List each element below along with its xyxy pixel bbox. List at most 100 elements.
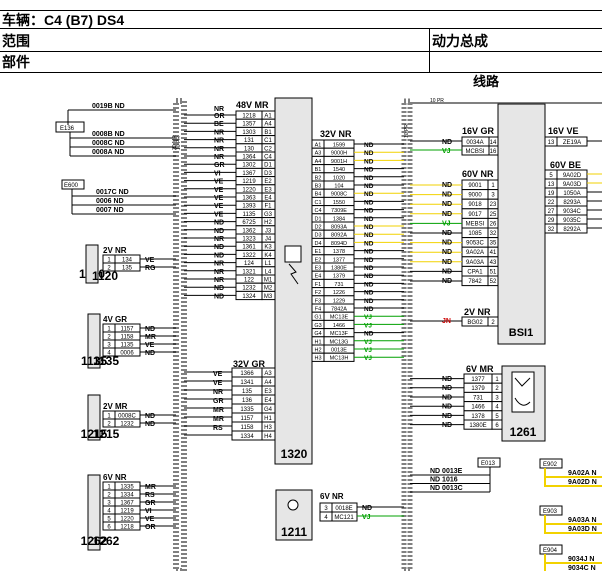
bsi-60nr-color: ND <box>442 201 452 208</box>
connector-48-pin: M3 <box>264 294 273 300</box>
bsi-body <box>497 103 546 345</box>
connector-32gr-pin: H3 <box>264 425 272 431</box>
connector-32nr-wire-code: 1380E <box>331 266 347 272</box>
connector-32nr-wire-code: 1229 <box>333 298 345 304</box>
ground-e013-box <box>477 457 501 468</box>
connector-32nr-pin: A4 <box>315 159 322 165</box>
scope-row: 范围 动力总成 <box>0 29 602 52</box>
bsi-60nr-pin: 52 <box>490 279 497 285</box>
component-1135-color-code: ND <box>145 350 155 357</box>
connector-48-wire-code: 1135 <box>243 212 257 218</box>
ground-e013-wire-label: ND 0013C <box>430 485 463 492</box>
bsi-60be-wire-code: 8293A <box>563 200 580 206</box>
connector-48-color-code: ND <box>214 293 224 300</box>
bsi-60nr-pin: 51 <box>490 269 497 275</box>
connector-48-wire-code: 1219 <box>242 179 256 185</box>
connector-32gr-pin: H4 <box>264 434 272 440</box>
component-1261-color: ND <box>442 385 452 392</box>
component-1215-pin: 2 <box>107 422 111 428</box>
connector-48-wire-code: 1357 <box>242 122 256 128</box>
component-1135-number: 1135 <box>81 354 107 368</box>
connector-32gr-pin: E4 <box>264 398 272 404</box>
connector-32nr-color-code: ND <box>364 167 374 174</box>
connector-32gr-color-code: NR <box>213 389 223 396</box>
connector-48-wire-code: 1323 <box>242 237 256 243</box>
bsi-60nr-wire-code: 1085 <box>468 231 482 237</box>
connector-32nr-color-code: VJ <box>364 347 372 354</box>
connector-32nr-pin: H3 <box>314 356 321 362</box>
bsi-2nr-pin-cell <box>487 316 499 327</box>
component-1120-pin: 2 <box>107 266 111 272</box>
component-1262-pin: 6 <box>107 525 111 531</box>
connector-32nr-pin: G4 <box>314 331 321 337</box>
connector-32gr-pin-cell <box>261 430 276 441</box>
connector-32nr-color-code: ND <box>364 265 374 272</box>
component-1211-connector-title: 6V NR <box>320 492 344 501</box>
component-1261-pin: 2 <box>495 386 499 392</box>
component-1261-color: ND <box>442 376 452 383</box>
connector-32nr-wire-code: 104 <box>334 184 343 190</box>
connector-48-color-code: OR <box>214 113 225 120</box>
connector-32gr-wire-code: 1341 <box>240 380 254 386</box>
connector-32nr-pin: B2 <box>315 175 322 181</box>
connector-48-wire-code: 1232 <box>242 286 256 292</box>
connector-32nr-wire-code: 9001H <box>331 159 347 165</box>
connector-32gr-color-code: VE <box>213 380 223 387</box>
bsi-60be-wire-code: 9A02D <box>563 173 582 179</box>
connector-48-wire-code: 1322 <box>242 253 256 259</box>
component-1262-wire-code: 1218 <box>120 525 134 531</box>
bsi-16ve-wire-code: ZE19A <box>563 140 581 146</box>
connector-32nr-wire-code: MC13G <box>330 339 349 345</box>
component-1261-pin: 5 <box>495 414 499 420</box>
connector-48-color-code: NR <box>214 138 224 145</box>
scope-value: 动力总成 <box>432 33 488 49</box>
connector-32nr-pin: F2 <box>315 290 321 296</box>
connector-32nr-pin: A1 <box>315 143 322 149</box>
diagram-title: 线路 <box>473 74 500 89</box>
component-1262-pin: 3 <box>107 501 111 507</box>
component-1262-wire-code: 1219 <box>120 509 134 515</box>
connector-32nr-pin: D1 <box>314 216 321 222</box>
connector-32nr-pin: F3 <box>315 298 321 304</box>
connector-32nr-wire-code: MC13E <box>330 315 349 321</box>
bsi-60be-pin: 27 <box>548 209 555 215</box>
component-1262-pin: 5 <box>107 517 111 523</box>
bsi-60nr-wire-code: CPA1 <box>467 269 483 275</box>
connector-48-pin: C1 <box>264 138 272 144</box>
ground-e013-id: E013 <box>481 461 496 467</box>
component-1262-pin: 2 <box>107 493 111 499</box>
bsi-60nr-title: 60V NR <box>462 169 494 179</box>
connector-48-color-code: ND <box>214 252 224 259</box>
component-1135-pin: 3 <box>107 343 111 349</box>
component-1120-connector-title: 2V NR <box>103 246 127 255</box>
fuse-block2-wire-label: 0007 ND <box>96 207 124 214</box>
component-1211-wire-code: MC121 <box>334 515 354 521</box>
connector-32nr-color-code: VJ <box>364 322 372 329</box>
fuse-e904-wire-label: 9034C N <box>568 565 596 571</box>
component-1215-color-code: ND <box>145 421 155 428</box>
connector-32nr-pin: D3 <box>314 233 321 239</box>
component-1261-wire-code: 1466 <box>471 405 485 411</box>
connector-48-pin: F1 <box>264 204 272 210</box>
connector-48-pin: D3 <box>264 171 272 177</box>
component-1261-pin: 3 <box>495 395 499 401</box>
bsi-60nr-pin: 43 <box>490 260 497 266</box>
fuse-block1-wire-label: 0008C ND <box>92 140 125 147</box>
connector-48-pin: E4 <box>264 196 272 202</box>
fuse-block1-wire-label: 0008B ND <box>92 131 125 138</box>
component-1215-body <box>87 394 101 441</box>
bsi-60nr-pin-cell <box>487 275 499 287</box>
connector-32nr-wire-code: 8092A <box>331 233 347 239</box>
connector-48-color-code: VE <box>214 203 224 210</box>
connector-48-color-code: NR <box>214 236 224 243</box>
connector-32nr-color-code: VJ <box>364 314 372 321</box>
component-1261-color: ND <box>442 394 452 401</box>
connector-32nr-wire-code: 731 <box>334 282 343 288</box>
connector-32nr-wire-code: 1550 <box>333 200 345 206</box>
component-1120-color-code: VE <box>145 257 155 264</box>
connector-48-color-code: GR <box>214 162 225 169</box>
connector-48-pin: G3 <box>264 212 273 218</box>
connector-32nr-pin: H1 <box>314 339 321 345</box>
component-1211-body <box>275 489 313 541</box>
